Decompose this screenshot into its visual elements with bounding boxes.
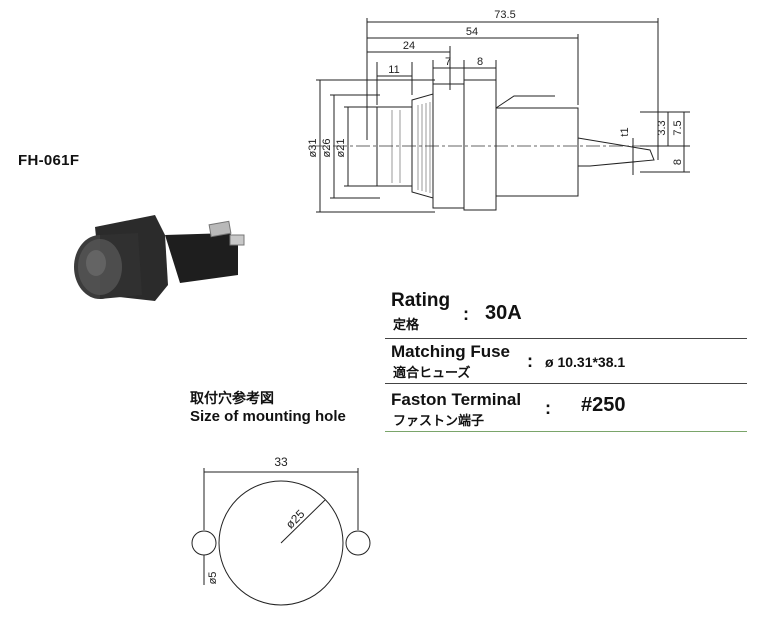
mounting-hole-title-jp: 取付穴参考図 bbox=[190, 390, 274, 406]
dim-t1: t1 bbox=[619, 127, 631, 136]
technical-drawing: 73.5 54 24 11 7 8 ø31 ø26 ø21 t1 3.3 7.5… bbox=[307, 9, 690, 213]
holder-body bbox=[165, 233, 238, 283]
product-photo bbox=[74, 215, 245, 301]
fuse-colon: : bbox=[527, 351, 533, 371]
spec-table: Rating 定格 : 30A Matching Fuse 適合ヒューズ : ø… bbox=[385, 288, 747, 434]
terminal-top bbox=[208, 220, 232, 238]
dim-7-5: 7.5 bbox=[672, 120, 684, 135]
dim-d31: ø31 bbox=[307, 139, 319, 158]
dim-d26: ø26 bbox=[321, 139, 333, 158]
dim-73-5: 73.5 bbox=[494, 9, 515, 21]
dim-8-side: 8 bbox=[672, 159, 684, 165]
faston-colon: : bbox=[545, 398, 551, 418]
mounting-hole-drawing: 33 ø25 ø5 bbox=[191, 455, 371, 606]
dim-8-top: 8 bbox=[477, 56, 483, 68]
spec-divider-1 bbox=[385, 338, 747, 339]
dim-24: 24 bbox=[403, 40, 415, 52]
spec-divider-2 bbox=[385, 383, 747, 384]
faston-value: #250 bbox=[581, 394, 626, 416]
rating-label: Rating bbox=[391, 290, 451, 311]
fuse-label: Matching Fuse bbox=[391, 342, 511, 361]
dim-d5: ø5 bbox=[207, 572, 219, 585]
dim-7: 7 bbox=[445, 56, 451, 68]
rating-colon: : bbox=[463, 304, 469, 324]
dim-d21: ø21 bbox=[335, 139, 347, 158]
model-label: FH-061F bbox=[18, 152, 80, 169]
terminal-side bbox=[229, 234, 245, 246]
mounting-hole-title-en: Size of mounting hole bbox=[190, 408, 346, 425]
dim-d25: ø25 bbox=[283, 507, 308, 532]
fuse-label-jp: 適合ヒューズ bbox=[393, 365, 471, 380]
fuse-value: ø 10.31*38.1 bbox=[545, 354, 626, 370]
spec-divider-3 bbox=[385, 431, 747, 432]
rating-value: 30A bbox=[485, 302, 522, 324]
faston-label-jp: ファストン端子 bbox=[393, 413, 485, 428]
faston-label: Faston Terminal bbox=[391, 390, 522, 409]
dim-11: 11 bbox=[388, 64, 399, 76]
dim-3-3: 3.3 bbox=[656, 120, 668, 135]
rating-label-jp: 定格 bbox=[393, 317, 420, 332]
dim-54: 54 bbox=[466, 26, 478, 38]
dim-33: 33 bbox=[274, 455, 288, 469]
